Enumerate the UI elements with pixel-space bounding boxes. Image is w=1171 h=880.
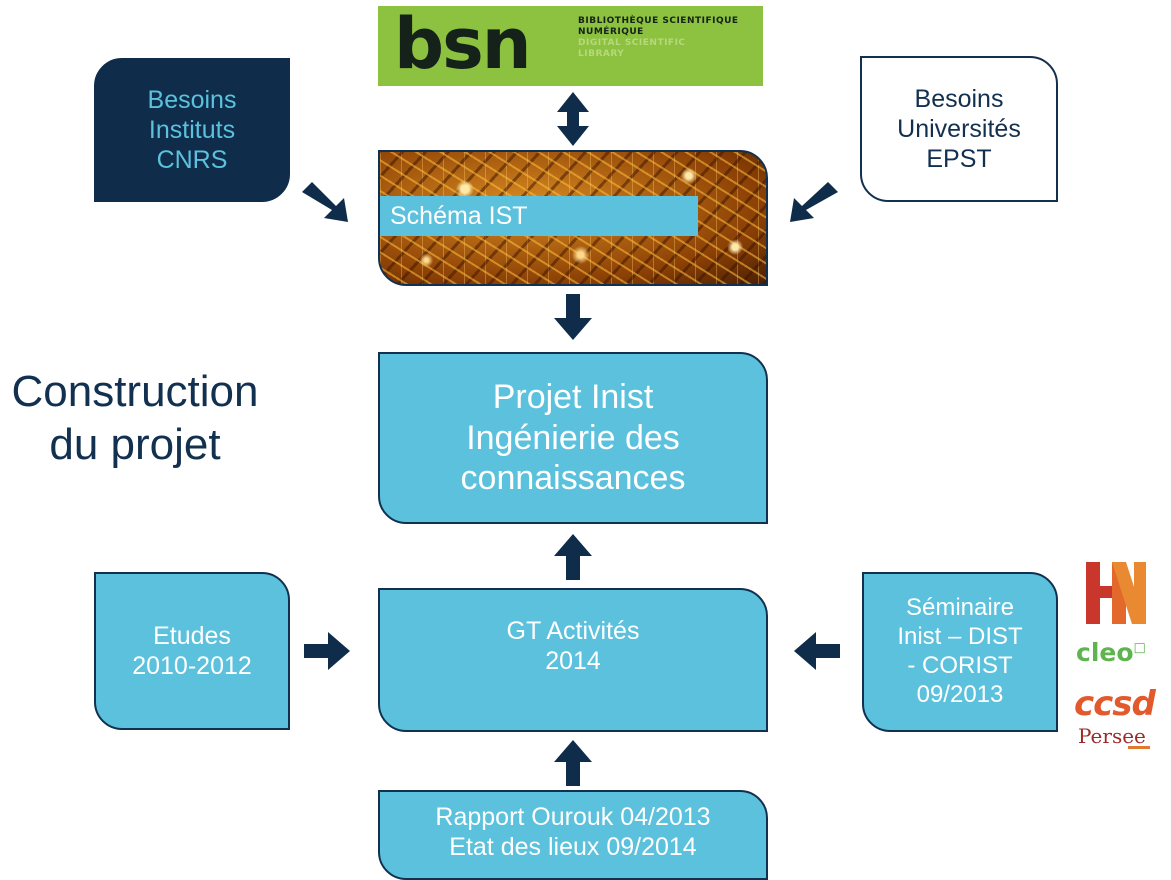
rapport-box: Rapport Ourouk 04/2013 Etat des lieux 09… xyxy=(378,790,768,880)
left-arrow-icon xyxy=(794,632,840,670)
rapport-line-1: Rapport Ourouk 04/2013 xyxy=(435,803,711,831)
gt-activites-box: GT Activités 2014 xyxy=(378,588,768,732)
bsn-logo-mark: bsn xyxy=(394,3,532,85)
besoins-univ-line-1: Besoins xyxy=(914,85,1004,113)
seminaire-line-4: 09/2013 xyxy=(916,680,1004,708)
diagonal-arrow-icon-left xyxy=(302,182,348,222)
etudes-line-1: Etudes xyxy=(153,622,231,650)
persee-logo-underline xyxy=(1128,746,1150,749)
projet-inist-box: Projet Inist Ingénierie des connaissance… xyxy=(378,352,768,524)
up-arrow-icon-upper xyxy=(554,534,592,580)
seminaire-box: Séminaire Inist – DIST - CORIST 09/2013 xyxy=(862,572,1058,732)
cleo-logo-doc-icon: □ xyxy=(1133,640,1146,656)
projet-line-1: Projet Inist xyxy=(492,377,654,416)
up-arrow-icon-lower xyxy=(554,740,592,786)
schema-ist-label: Schéma IST xyxy=(380,196,698,236)
projet-line-2: Ingénierie des xyxy=(466,418,680,457)
persee-logo: Persee xyxy=(1078,724,1146,748)
title-line-2: du projet xyxy=(49,419,221,469)
besoins-cnrs-line-2: Instituts xyxy=(148,116,236,144)
bsn-logo-tagline: BIBLIOTHÈQUE SCIENTIFIQUE NUMÉRIQUE DIGI… xyxy=(578,16,739,60)
besoins-cnrs-box: Besoins Instituts CNRS xyxy=(94,58,290,202)
besoins-cnrs-line-1: Besoins xyxy=(147,86,237,114)
rapport-line-2: Etat des lieux 09/2014 xyxy=(449,833,697,861)
seminaire-line-1: Séminaire xyxy=(905,594,1015,622)
besoins-univ-line-2: Universités xyxy=(897,115,1021,143)
hn-logo xyxy=(1086,562,1146,624)
seminaire-line-2: Inist – DIST xyxy=(897,623,1023,651)
bsn-tagline-line-3: DIGITAL SCIENTIFIC xyxy=(578,38,686,48)
bsn-tagline-line-1: BIBLIOTHÈQUE SCIENTIFIQUE xyxy=(578,16,739,26)
bsn-tagline-line-2: NUMÉRIQUE xyxy=(578,27,644,37)
right-arrow-icon xyxy=(304,632,350,670)
seminaire-line-3: - CORIST xyxy=(907,652,1013,679)
ccsd-logo: ccsd xyxy=(1074,684,1156,724)
diagonal-arrow-icon-right xyxy=(790,182,838,222)
bsn-tagline-line-4: LIBRARY xyxy=(578,49,625,59)
bsn-logo: bsn BIBLIOTHÈQUE SCIENTIFIQUE NUMÉRIQUE … xyxy=(378,6,763,86)
cleo-logo-text: cleo xyxy=(1076,638,1134,667)
projet-line-3: connaissances xyxy=(460,459,686,498)
gt-line-2: 2014 xyxy=(545,647,601,675)
page-title: Construction du projet xyxy=(0,366,270,472)
etudes-line-2: 2010-2012 xyxy=(132,652,252,680)
etudes-box: Etudes 2010-2012 xyxy=(94,572,290,730)
down-arrow-icon xyxy=(554,294,592,340)
besoins-univ-line-3: EPST xyxy=(926,145,992,173)
besoins-univ-box: Besoins Universités EPST xyxy=(860,56,1058,202)
besoins-cnrs-line-3: CNRS xyxy=(156,146,228,174)
gt-line-1: GT Activités xyxy=(506,617,640,645)
double-arrow-icon xyxy=(557,92,589,146)
title-line-1: Construction xyxy=(11,367,259,416)
cleo-logo: cleo□ xyxy=(1076,638,1146,667)
